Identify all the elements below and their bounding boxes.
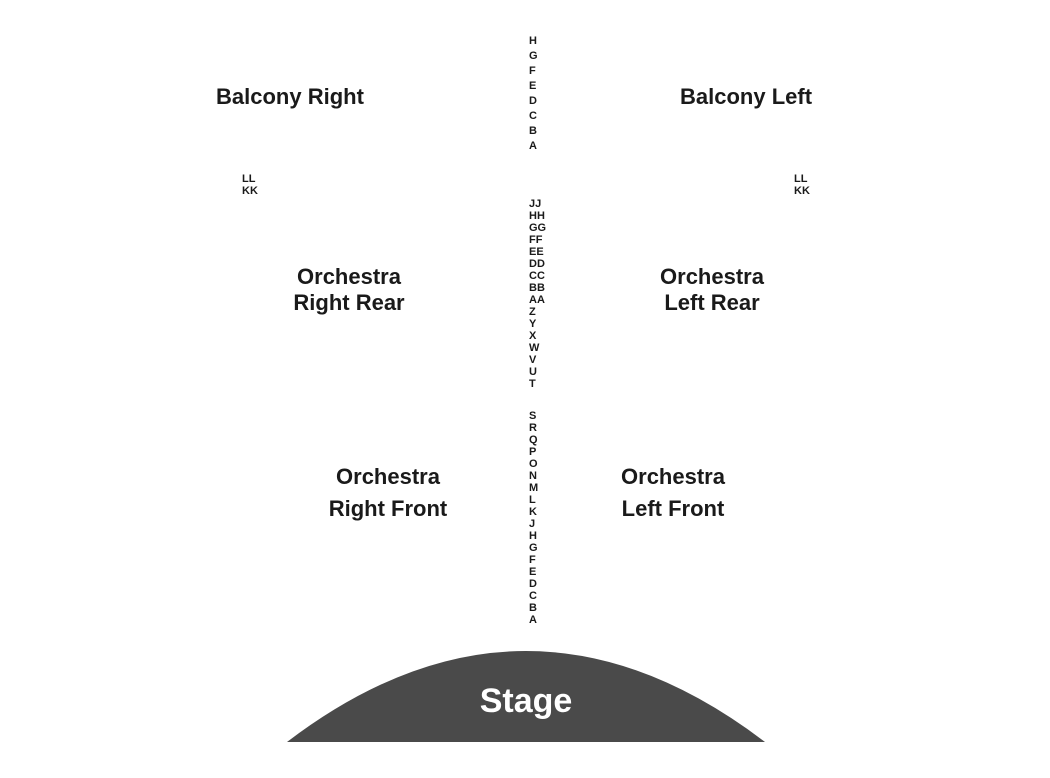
row-label[interactable]: BB [529, 282, 545, 294]
row-label[interactable]: CC [529, 270, 545, 282]
section-label: Balcony Right [216, 84, 364, 109]
row-label[interactable]: B [529, 125, 537, 137]
row-label[interactable]: LL [794, 173, 808, 185]
row-label[interactable]: X [529, 330, 537, 342]
section-balcony-right[interactable]: Balcony Right [216, 84, 364, 110]
row-label[interactable]: HH [529, 210, 545, 222]
row-label[interactable]: A [529, 140, 537, 152]
row-label[interactable]: E [529, 80, 537, 92]
row-label[interactable]: E [529, 566, 537, 578]
section-label-line2: Left Rear [664, 290, 760, 315]
row-label[interactable]: O [529, 458, 538, 470]
row-label[interactable]: AA [529, 294, 545, 306]
row-label[interactable]: KK [794, 185, 810, 197]
section-label: Balcony Left [680, 84, 813, 109]
row-label[interactable]: D [529, 95, 537, 107]
row-label[interactable]: H [529, 35, 537, 47]
row-label[interactable]: K [529, 506, 537, 518]
row-label[interactable]: Y [529, 318, 537, 330]
row-label[interactable]: R [529, 422, 537, 434]
row-label[interactable]: V [529, 354, 537, 366]
row-label[interactable]: C [529, 110, 537, 122]
row-label[interactable]: DD [529, 258, 545, 270]
section-label-line1: Orchestra [660, 264, 764, 289]
section-orchestra-right-front[interactable]: Orchestra Right Front [318, 461, 458, 525]
row-label[interactable]: L [529, 494, 536, 506]
section-label-line2: Right Rear [293, 290, 405, 315]
row-label[interactable]: J [529, 518, 536, 530]
row-label[interactable]: C [529, 590, 537, 602]
section-balcony-left[interactable]: Balcony Left [680, 84, 812, 110]
row-label[interactable]: F [529, 554, 536, 566]
stage-shape[interactable] [287, 651, 765, 742]
row-label[interactable]: W [529, 342, 540, 354]
section-orchestra-right-rear[interactable]: Orchestra Right Rear [284, 264, 414, 316]
row-label[interactable]: T [529, 378, 536, 390]
row-label[interactable]: B [529, 602, 537, 614]
row-label[interactable]: JJ [529, 198, 542, 210]
section-label-line1: Orchestra [336, 464, 440, 489]
section-label-line2: Right Front [328, 496, 448, 521]
row-label[interactable]: EE [529, 246, 544, 258]
section-label-line1: Orchestra [297, 264, 401, 289]
section-orchestra-left-rear[interactable]: Orchestra Left Rear [646, 264, 778, 316]
row-label[interactable]: N [529, 470, 537, 482]
stage-label: Stage [480, 682, 573, 720]
row-label[interactable]: D [529, 578, 537, 590]
row-label[interactable]: A [529, 614, 537, 626]
row-label[interactable]: F [529, 65, 536, 77]
row-label[interactable]: KK [242, 185, 258, 197]
row-label[interactable]: FF [529, 234, 543, 246]
row-label[interactable]: M [529, 482, 539, 494]
row-label[interactable]: G [529, 50, 538, 62]
row-label[interactable]: Z [529, 306, 536, 318]
row-label[interactable]: GG [529, 222, 547, 234]
row-label[interactable]: LL [242, 173, 256, 185]
section-label-line1: Orchestra [621, 464, 725, 489]
section-orchestra-left-front[interactable]: Orchestra Left Front [608, 461, 738, 525]
row-label[interactable]: P [529, 446, 537, 458]
row-label[interactable]: U [529, 366, 537, 378]
row-label[interactable]: H [529, 530, 537, 542]
section-label-line2: Left Front [621, 496, 725, 521]
row-label[interactable]: S [529, 410, 537, 422]
row-label[interactable]: G [529, 542, 538, 554]
row-label[interactable]: Q [529, 434, 538, 446]
